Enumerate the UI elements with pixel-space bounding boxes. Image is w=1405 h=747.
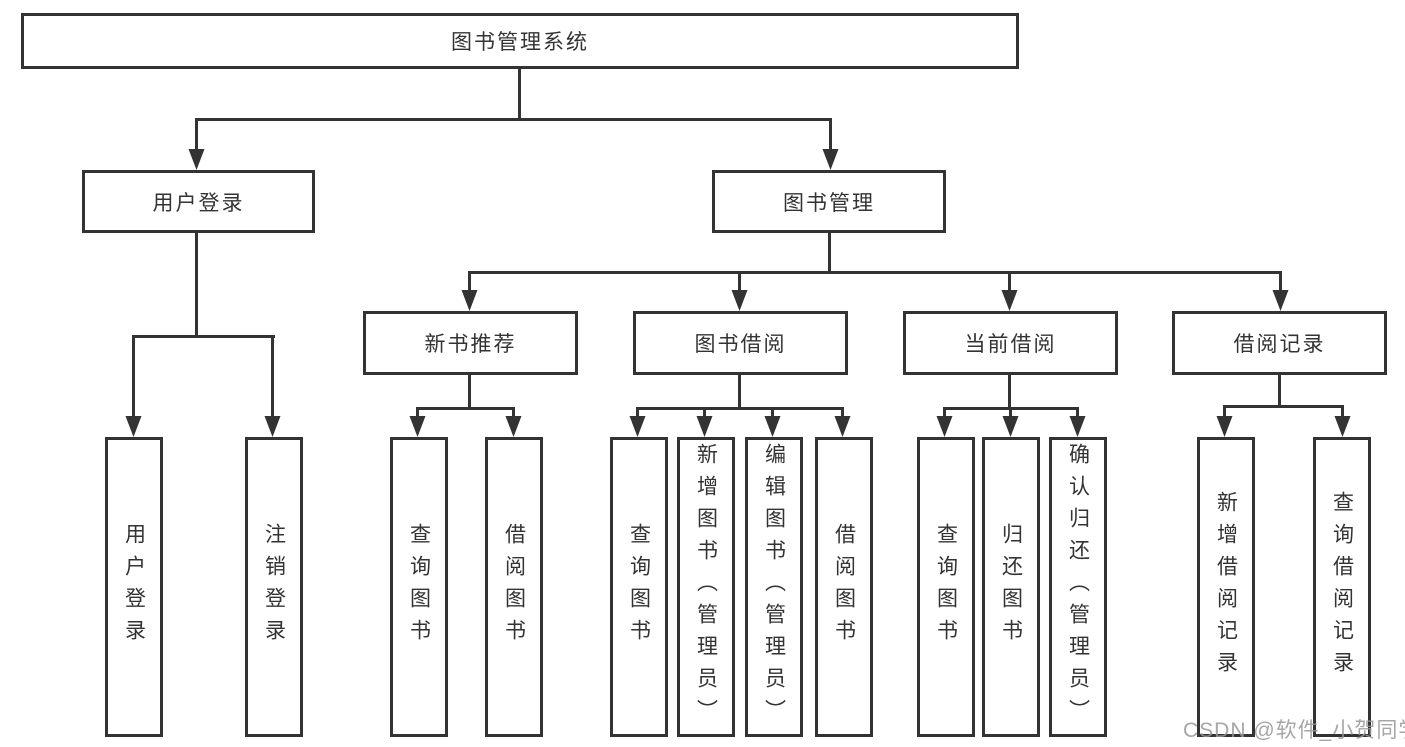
leaf-add-books-admin: 新增图书（管理员） [677, 437, 735, 737]
leaf-borrow-books-recommend: 借阅图书 [485, 437, 543, 737]
node-book-borrowing-label: 图书借阅 [694, 333, 787, 356]
node-library-management-system-label: 图书管理系统 [451, 31, 589, 54]
csdn-watermark: CSDN @软件_小贺同学 [1183, 719, 1405, 742]
node-new-book-recommendation-label: 新书推荐 [424, 333, 517, 356]
node-user-login-branch-label: 用户登录 [152, 191, 245, 215]
leaf-query-books-borrowing-label: 查询图书 [627, 523, 651, 651]
leaf-logout-label: 注销登录 [262, 523, 286, 651]
leaf-edit-books-admin: 编辑图书（管理员） [745, 437, 803, 737]
leaf-user-login: 用户登录 [105, 437, 163, 737]
leaf-confirm-return-admin-label: 确认归还（管理员） [1066, 443, 1090, 731]
node-user-login-branch: 用户登录 [82, 170, 315, 233]
node-current-borrowing: 当前借阅 [903, 311, 1118, 375]
leaf-borrow-books-recommend-label: 借阅图书 [502, 523, 526, 651]
leaf-return-books: 归还图书 [982, 437, 1040, 737]
leaf-confirm-return-admin: 确认归还（管理员） [1049, 437, 1107, 737]
node-current-borrowing-label: 当前借阅 [964, 333, 1057, 356]
leaf-user-login-label: 用户登录 [122, 523, 146, 651]
node-new-book-recommendation: 新书推荐 [363, 311, 578, 375]
node-library-management-system: 图书管理系统 [21, 13, 1019, 69]
leaf-query-books-recommend-label: 查询图书 [407, 523, 431, 651]
arrowheads [125, 149, 1351, 437]
leaf-borrow-books-label: 借阅图书 [832, 523, 856, 651]
node-borrowing-records-label: 借阅记录 [1233, 333, 1326, 356]
leaf-return-books-label: 归还图书 [999, 523, 1023, 651]
leaf-query-books-borrowing: 查询图书 [610, 437, 668, 737]
node-book-borrowing: 图书借阅 [633, 311, 848, 375]
leaf-edit-books-admin-label: 编辑图书（管理员） [762, 443, 786, 731]
node-book-management: 图书管理 [712, 170, 946, 233]
leaf-query-borrow-record: 查询借阅记录 [1313, 437, 1371, 737]
node-borrowing-records: 借阅记录 [1172, 311, 1387, 375]
leaf-query-books-recommend: 查询图书 [390, 437, 448, 737]
leaf-query-books-current-label: 查询图书 [934, 523, 958, 651]
leaf-query-borrow-record-label: 查询借阅记录 [1330, 491, 1354, 683]
leaf-add-borrow-record: 新增借阅记录 [1197, 437, 1255, 737]
leaf-query-books-current: 查询图书 [917, 437, 975, 737]
node-book-management-label: 图书管理 [783, 191, 875, 215]
leaf-add-books-admin-label: 新增图书（管理员） [694, 443, 718, 731]
leaf-add-borrow-record-label: 新增借阅记录 [1214, 491, 1238, 683]
leaf-logout: 注销登录 [245, 437, 303, 737]
leaf-borrow-books: 借阅图书 [815, 437, 873, 737]
